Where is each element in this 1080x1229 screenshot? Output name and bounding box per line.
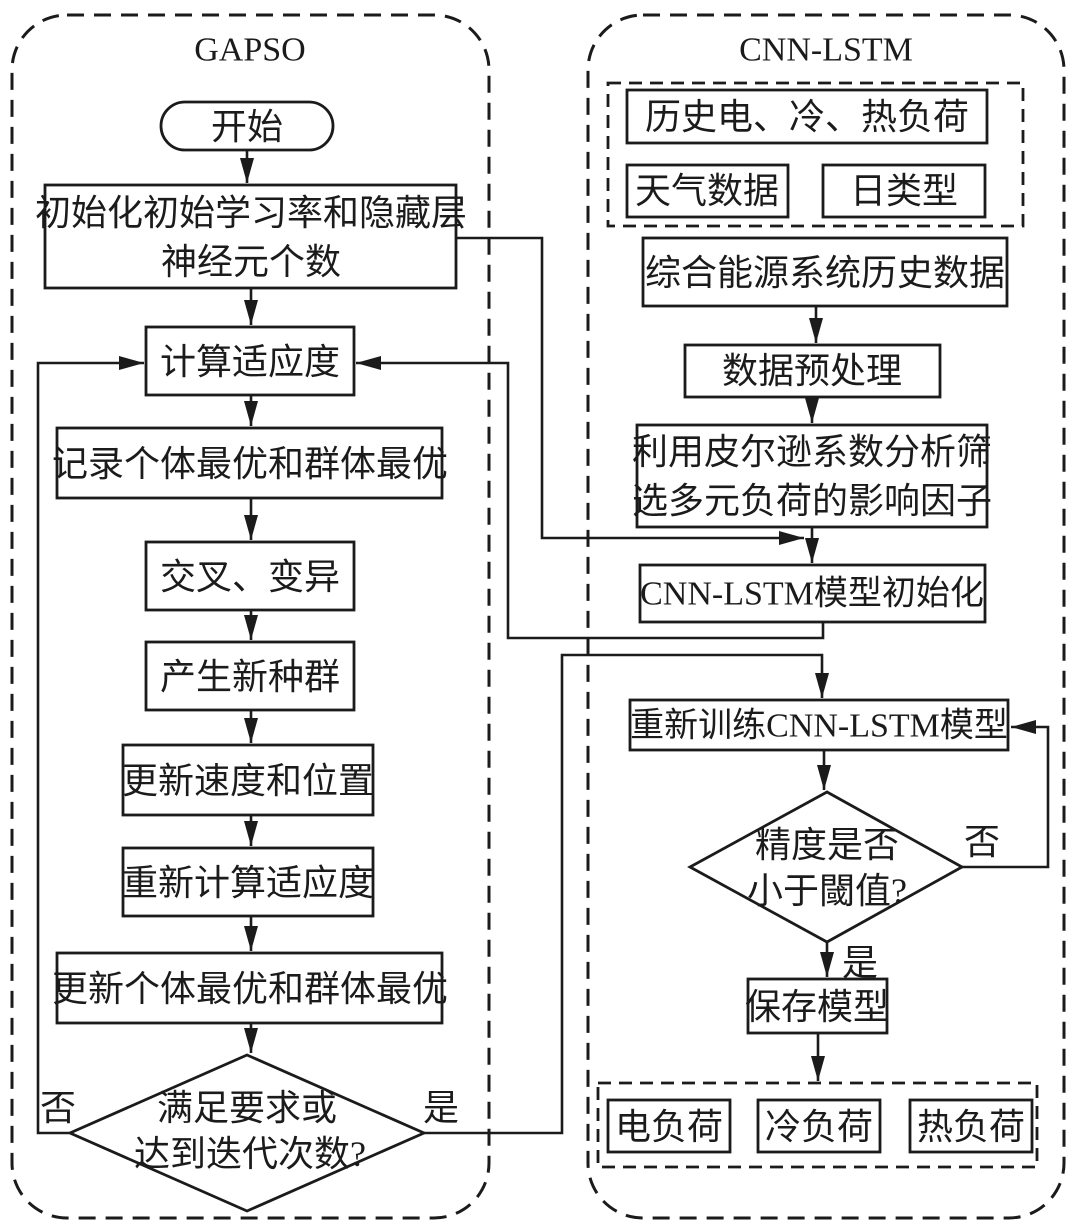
cnn-lstm-panel-title: CNN-LSTM (739, 32, 913, 69)
history-data-label: 综合能源系统历史数据 (645, 253, 1005, 293)
accuracy-label-line1: 精度是否 (755, 825, 899, 865)
decision-diamond (66, 1053, 428, 1213)
weather-node (625, 163, 790, 219)
accuracy-label-line2: 小于閾值? (747, 871, 907, 911)
save-model-label: 保存模型 (745, 987, 889, 1027)
recalc-fitness-node (121, 846, 375, 918)
cnn-lstm-panel-border (586, 13, 1066, 1220)
cnn-yes-label: 是 (842, 943, 878, 983)
cnn-lstm-panel: CNN-LSTM 历史电、冷、热负荷 天气数据 日类型 综合能源系统历史数据 数… (586, 13, 1066, 1220)
gapso-panel-title: GAPSO (194, 32, 305, 69)
link-init-to-model-init (456, 236, 804, 545)
model-init-label: CNN-LSTM模型初始化 (640, 575, 984, 613)
record-best-node (55, 426, 444, 500)
update-velocity-node (121, 743, 375, 817)
init-label-line1: 初始化初始学习率和隐藏层 (35, 193, 467, 233)
preprocess-label: 数据预处理 (722, 351, 902, 391)
decision-label-line1: 满足要求或 (157, 1088, 337, 1128)
new-population-label: 产生新种群 (160, 657, 340, 697)
loop-no-to-fitness (36, 356, 144, 1135)
new-population-node (144, 640, 356, 712)
record-best-label: 记录个体最优和群体最优 (52, 444, 448, 484)
crossover-node (144, 540, 356, 612)
elec-load-node (606, 1098, 732, 1154)
cross-connectors (356, 236, 829, 1135)
loop-no-to-retrain (962, 720, 1050, 869)
retrain-node (628, 698, 1010, 752)
outputs-group-border (596, 1081, 1039, 1169)
day-type-label: 日类型 (850, 171, 958, 211)
cnn-lstm-connectors (805, 306, 1050, 1081)
update-best-node (55, 951, 444, 1025)
history-data-node (641, 236, 1009, 308)
cnn-no-label: 否 (964, 822, 1000, 862)
heat-load-node (908, 1098, 1034, 1154)
day-type-node (821, 163, 987, 219)
pearson-node (635, 423, 989, 529)
elec-load-label: 电负荷 (615, 1107, 723, 1147)
start-node (159, 100, 335, 152)
inputs-group-border (606, 81, 1025, 228)
fitness-label: 计算适应度 (160, 342, 340, 382)
recalc-fitness-label: 重新计算适应度 (122, 863, 374, 903)
accuracy-diamond (687, 790, 965, 944)
crossover-label: 交叉、变异 (160, 557, 340, 597)
gapso-no-label: 否 (40, 1088, 76, 1128)
decision-label-line2: 达到迭代次数? (134, 1134, 366, 1174)
cool-load-node (756, 1098, 882, 1154)
weather-label: 天气数据 (635, 171, 779, 211)
pearson-label-line2: 选多元负荷的影响因子 (632, 481, 992, 521)
fitness-node (144, 325, 356, 397)
link-yes-to-retrain (424, 653, 829, 1135)
retrain-label: 重新训练CNN-LSTM模型 (630, 707, 1008, 745)
update-best-label: 更新个体最优和群体最优 (52, 969, 448, 1009)
init-label-line2: 神经元个数 (161, 242, 341, 282)
hist-load-node (625, 88, 989, 145)
gapso-connectors (36, 150, 258, 1135)
heat-load-label: 热负荷 (917, 1107, 1025, 1147)
gapso-yes-label: 是 (423, 1088, 459, 1128)
gapso-panel: GAPSO 开始 初始化初始学习率和隐藏层 神经元个数 计算适应度 记录个体最优… (10, 13, 491, 1220)
model-init-node (638, 563, 987, 624)
pearson-label-line1: 利用皮尔逊系数分析筛 (632, 432, 992, 472)
update-velocity-label: 更新速度和位置 (122, 761, 374, 801)
link-model-init-to-fitness (356, 356, 825, 640)
hist-load-label: 历史电、冷、热负荷 (645, 97, 969, 137)
gapso-panel-border (10, 13, 491, 1220)
init-node (43, 183, 458, 290)
save-model-node (746, 977, 889, 1035)
cool-load-label: 冷负荷 (765, 1107, 873, 1147)
preprocess-node (683, 343, 942, 399)
start-label: 开始 (211, 107, 283, 147)
